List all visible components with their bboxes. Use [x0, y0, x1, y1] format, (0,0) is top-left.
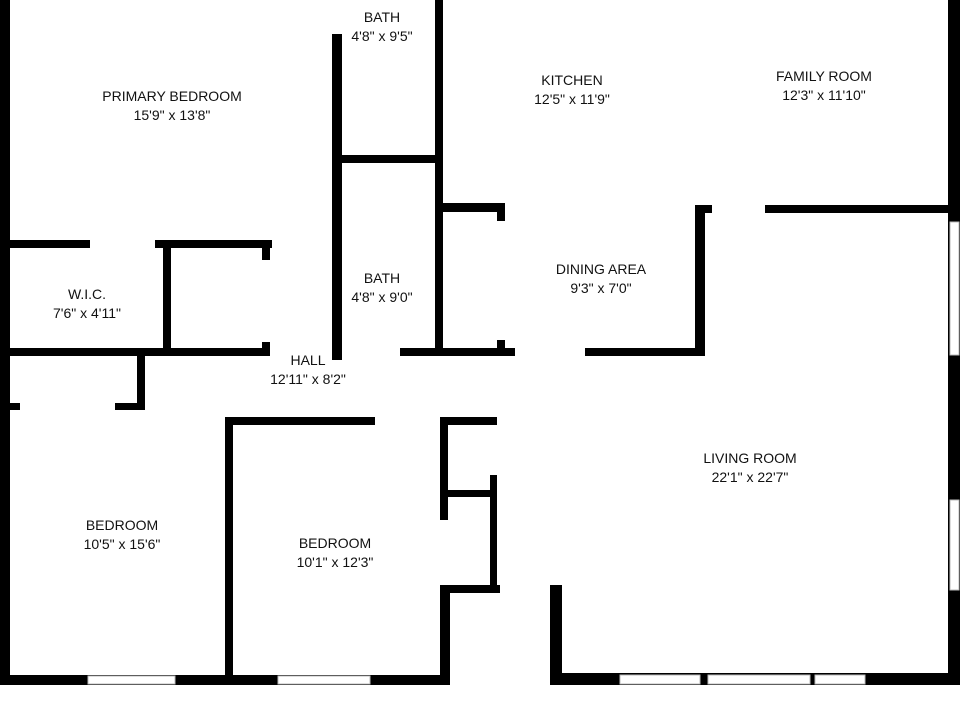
room-size: 10'1" x 12'3"	[296, 554, 374, 570]
room-name: FAMILY ROOM	[776, 68, 872, 84]
room-bedroom-2: BEDROOM 10'1" x 12'3"	[297, 534, 374, 572]
room-size: 4'8" x 9'0"	[351, 289, 413, 305]
room-wic: W.I.C. 7'6" x 4'11"	[53, 285, 121, 323]
windows	[87, 221, 960, 685]
room-name: LIVING ROOM	[703, 450, 797, 466]
room-size: 12'5" x 11'9"	[534, 91, 610, 107]
room-living-room: LIVING ROOM 22'1" x 22'7"	[703, 449, 796, 487]
room-size: 7'6" x 4'11"	[53, 305, 121, 321]
room-name: BATH	[363, 270, 401, 286]
room-size: 12'3" x 11'10"	[782, 87, 866, 103]
room-name: W.I.C.	[67, 286, 107, 302]
room-name: BEDROOM	[85, 517, 159, 533]
room-name: PRIMARY BEDROOM	[102, 88, 242, 104]
room-size: 15'9" x 13'8"	[133, 107, 211, 123]
room-size: 22'1" x 22'7"	[711, 469, 789, 485]
room-bedroom-1: BEDROOM 10'5" x 15'6"	[84, 516, 161, 554]
room-hall: HALL 12'11" x 8'2"	[270, 351, 346, 389]
room-name: BEDROOM	[298, 535, 372, 551]
room-bath-2: BATH 4'8" x 9'0"	[351, 269, 412, 307]
room-size: 4'8" x 9'5"	[351, 28, 413, 44]
room-name: HALL	[290, 352, 326, 368]
room-size: 12'11" x 8'2"	[270, 371, 346, 387]
room-bath-1: BATH 4'8" x 9'5"	[351, 8, 412, 46]
room-size: 10'5" x 15'6"	[83, 536, 161, 552]
room-name: BATH	[363, 9, 401, 25]
room-size: 9'3" x 7'0"	[570, 280, 632, 296]
room-family-room: FAMILY ROOM 12'3" x 11'10"	[776, 67, 872, 105]
room-primary-bedroom: PRIMARY BEDROOM 15'9" x 13'8"	[102, 87, 242, 125]
room-name: DINING AREA	[555, 261, 647, 277]
room-dining-area: DINING AREA 9'3" x 7'0"	[556, 260, 646, 298]
room-kitchen: KITCHEN 12'5" x 11'9"	[534, 71, 610, 109]
room-name: KITCHEN	[541, 72, 603, 88]
